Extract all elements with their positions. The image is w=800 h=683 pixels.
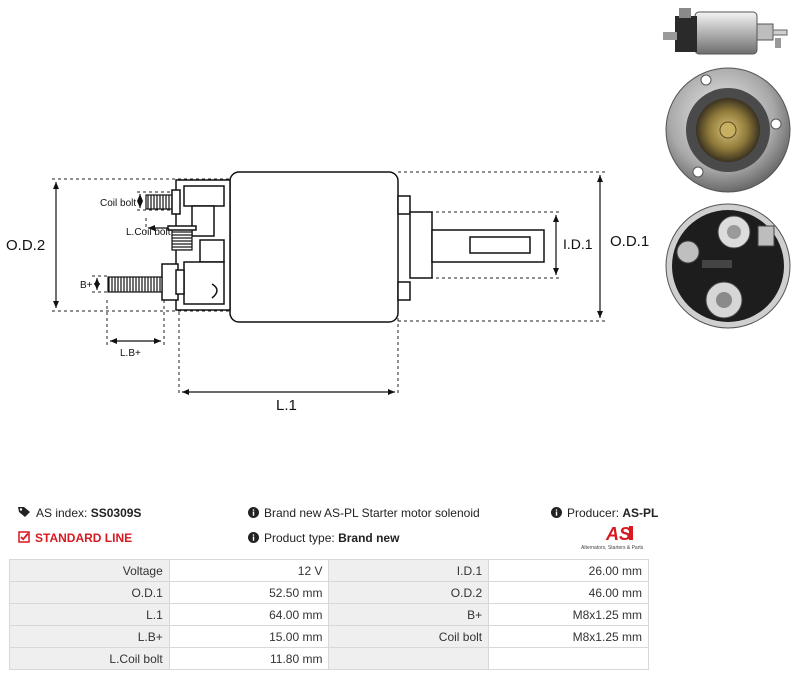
standard-line-label: STANDARD LINE — [35, 531, 133, 545]
l-coil-bolt-label: L.Coil bolt — [126, 227, 171, 238]
spec-value — [488, 647, 649, 670]
as-index-label: AS index: — [36, 506, 88, 520]
product-photo-rear — [665, 203, 791, 329]
as-pl-logo: AS Alternators, Starters & Parts — [581, 524, 644, 551]
table-row: O.D.1 52.50 mm O.D.2 46.00 mm — [9, 581, 649, 604]
producer-row: Producer: AS-PL — [551, 506, 658, 520]
product-description: Brand new AS-PL Starter motor solenoid — [264, 506, 480, 520]
producer-label: Producer: — [567, 506, 620, 520]
spec-value: M8x1.25 mm — [488, 603, 649, 626]
spec-value: 15.00 mm — [168, 625, 330, 648]
spec-value: 52.50 mm — [168, 581, 330, 604]
spec-label: L.1 — [9, 603, 170, 626]
od2-label: O.D.2 — [6, 237, 45, 254]
spec-label: I.D.1 — [328, 559, 490, 582]
spec-label: L.B+ — [9, 625, 170, 648]
table-row: L.1 64.00 mm B+ M8x1.25 mm — [9, 603, 649, 626]
spec-value: M8x1.25 mm — [488, 625, 649, 648]
spec-value: 46.00 mm — [488, 581, 649, 604]
spec-label — [328, 647, 490, 670]
product-photo-front — [665, 67, 791, 193]
product-photo-side — [663, 8, 788, 55]
coil-bolt-label: Coil bolt — [100, 198, 136, 209]
spec-label: B+ — [328, 603, 490, 626]
info-icon — [248, 532, 259, 543]
spec-label: O.D.2 — [328, 581, 490, 604]
product-type-row: Product type: Brand new — [248, 531, 399, 545]
as-index-row: AS index: SS0309S — [18, 506, 141, 520]
id1-label: I.D.1 — [563, 236, 593, 252]
solenoid-dimension-drawing: O.D.2 O.D.1 I.D.1 L.1 L.B+ B+ Coil bolt … — [6, 171, 649, 414]
spec-label: L.Coil bolt — [9, 647, 170, 670]
product-type-value: Brand new — [338, 531, 400, 545]
producer-value: AS-PL — [622, 506, 659, 520]
logo-mark: AS — [605, 524, 631, 544]
spec-label: O.D.1 — [9, 581, 170, 604]
l1-label: L.1 — [276, 397, 297, 414]
info-icon — [248, 507, 259, 518]
od1-label: O.D.1 — [610, 233, 649, 250]
product-type-label: Product type: — [264, 531, 335, 545]
description-row: Brand new AS-PL Starter motor solenoid — [248, 506, 480, 520]
lbplus-label: L.B+ — [120, 348, 141, 359]
spec-label: Voltage — [9, 559, 170, 582]
spec-value: 26.00 mm — [488, 559, 649, 582]
specifications-table: Voltage 12 V I.D.1 26.00 mm O.D.1 52.50 … — [9, 559, 649, 670]
info-icon — [551, 507, 562, 518]
checkbox-checked-icon — [18, 531, 30, 543]
as-index-value: SS0309S — [90, 506, 142, 520]
spec-value: 64.00 mm — [168, 603, 330, 626]
logo-tagline: Alternators, Starters & Parts — [581, 545, 644, 551]
spec-value: 12 V — [168, 559, 330, 582]
spec-value: 11.80 mm — [168, 647, 330, 670]
tag-icon — [18, 507, 30, 517]
table-row: Voltage 12 V I.D.1 26.00 mm — [9, 559, 649, 582]
table-row: L.B+ 15.00 mm Coil bolt M8x1.25 mm — [9, 625, 649, 648]
bplus-label: B+ — [80, 280, 93, 291]
table-row: L.Coil bolt 11.80 mm — [9, 647, 649, 670]
spec-label: Coil bolt — [328, 625, 490, 648]
standard-line-row: STANDARD LINE — [18, 531, 132, 545]
